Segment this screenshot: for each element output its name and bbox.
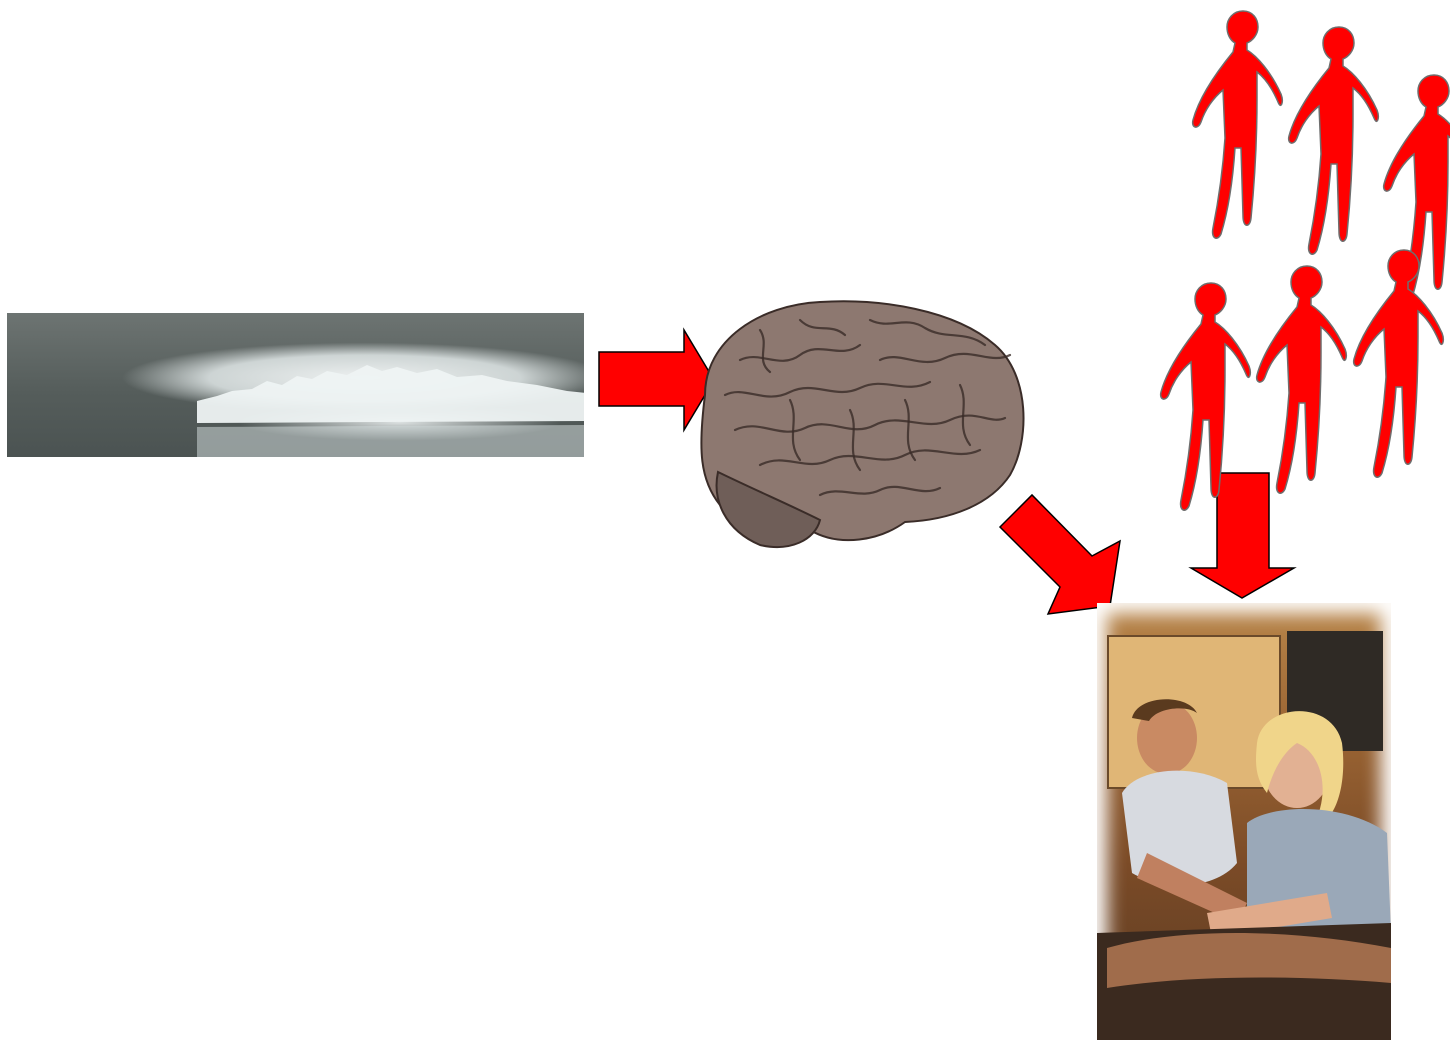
- person-icon: [1289, 27, 1379, 254]
- arrow-water-to-brain: [599, 330, 714, 430]
- person-icon: [1193, 11, 1283, 238]
- photo-figures: [1097, 603, 1391, 1040]
- people-group: [1161, 11, 1450, 510]
- person-icon: [1354, 250, 1444, 477]
- person-icon: [1257, 266, 1347, 493]
- arrow-brain-to-photo: [1000, 495, 1120, 614]
- brain-image: [701, 301, 1023, 547]
- couple-photo: [1097, 603, 1391, 1040]
